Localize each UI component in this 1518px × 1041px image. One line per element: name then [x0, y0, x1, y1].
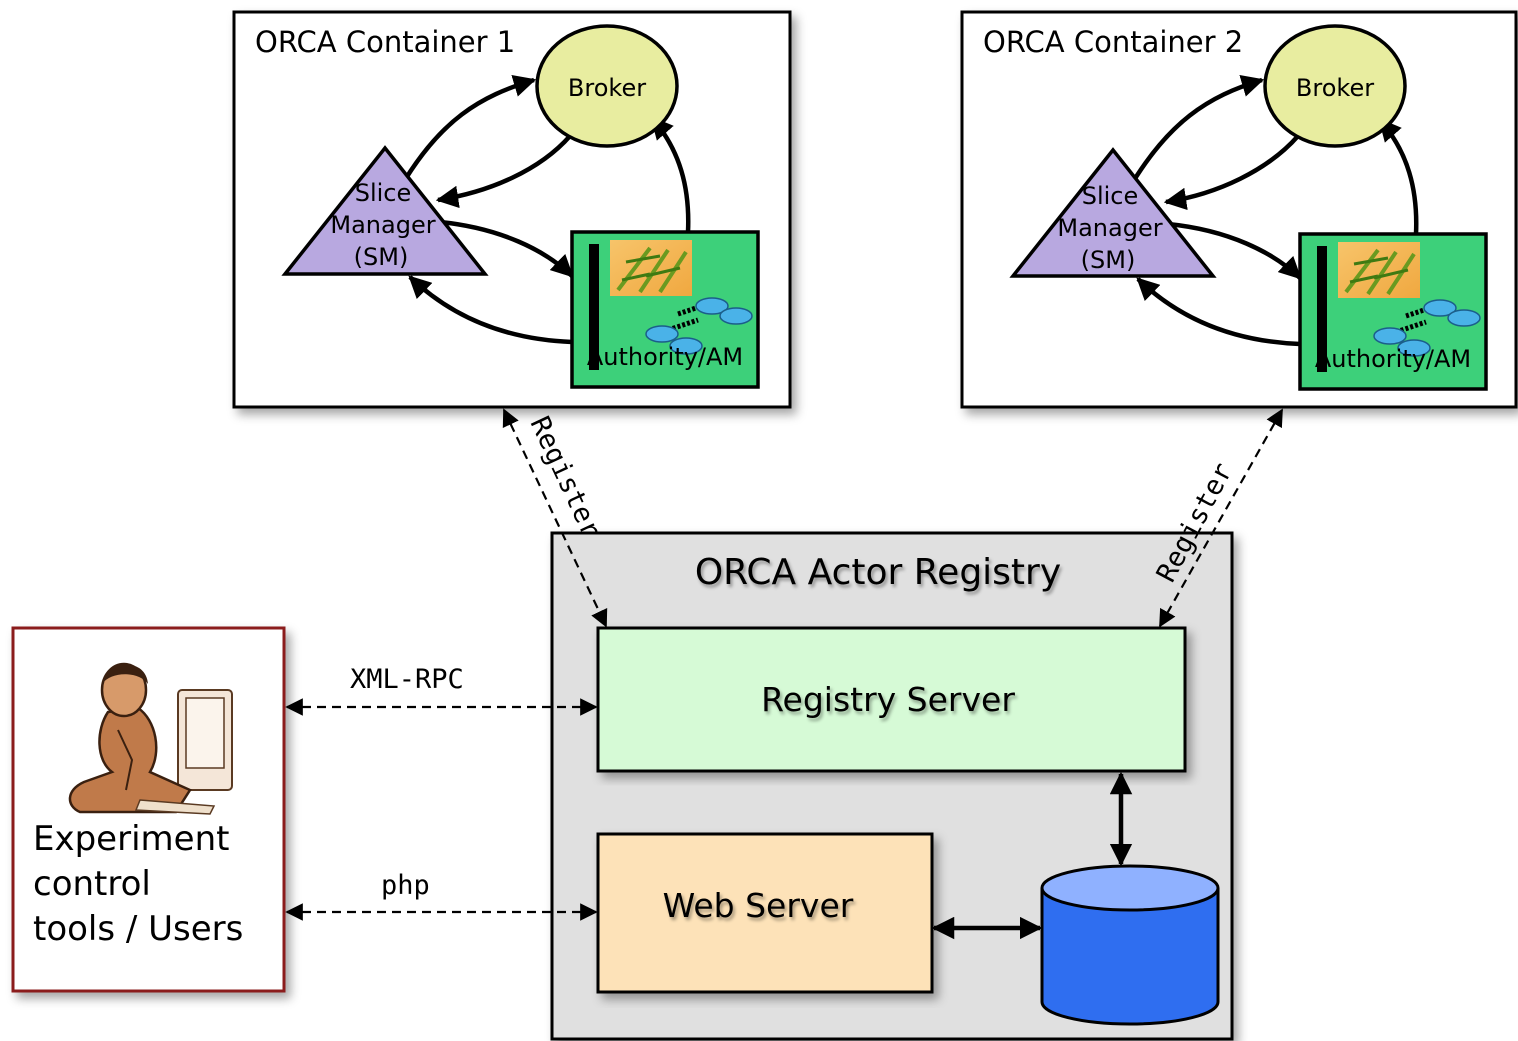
database-icon: [1040, 864, 1220, 1026]
broker-node: Broker: [1263, 24, 1407, 148]
broker-label: Broker: [1296, 74, 1374, 102]
xmlrpc-label: XML-RPC: [350, 664, 464, 695]
sm-label-line-3: (SM): [1081, 246, 1136, 274]
network-switches-icon: [1373, 299, 1481, 357]
arrow-broker-to-sm: [435, 134, 572, 209]
arrow-sm-to-authority: [1167, 221, 1302, 280]
arrow-sm-to-authority: [439, 219, 574, 278]
server-bar-icon: [1317, 246, 1327, 372]
registry-server: Registry Server: [596, 626, 1187, 773]
orca-actor-registry: ORCA Actor Registry Registry Server Web …: [550, 531, 1234, 1041]
orca-container-1: ORCA Container 1 Broker Slice Manager (S…: [232, 10, 792, 409]
broker-node: Broker: [535, 24, 679, 148]
bamboo-logo-icon: [610, 240, 692, 296]
broker-shape: [1263, 24, 1407, 148]
users-box: Experiment control tools / Users: [11, 626, 286, 993]
sm-label-line-3: (SM): [354, 243, 409, 271]
registry-server-box: [596, 626, 1187, 773]
authority-label: Authority/AM: [587, 343, 743, 371]
slice-manager-node: Slice Manager (SM): [1009, 147, 1217, 278]
arrow-authority-to-broker: [650, 116, 691, 233]
register-left-label: Register: [524, 412, 607, 543]
server-bar-icon: [589, 244, 599, 370]
broker-label: Broker: [568, 74, 646, 102]
users-label-line-1: Experiment: [33, 819, 229, 859]
arrow-broker-to-sm: [1163, 134, 1300, 211]
web-server-label: Web Server: [663, 886, 854, 925]
php-label: php: [381, 870, 430, 901]
sm-label-line-2: Manager: [330, 211, 435, 239]
slice-manager-node: Slice Manager (SM): [281, 145, 489, 276]
php-link: php: [285, 870, 598, 921]
web-server-box: [596, 832, 934, 994]
xmlrpc-link: XML-RPC: [285, 664, 598, 716]
broker-shape: [535, 24, 679, 148]
orca-container-2: ORCA Container 2 Broker Slice Manager (S…: [960, 10, 1518, 409]
registry-server-label: Registry Server: [761, 680, 1015, 719]
arrow-sm-to-broker: [398, 74, 537, 190]
register-left-arrow: [502, 408, 608, 628]
arrow-sm-to-broker: [1126, 74, 1265, 192]
users-label-line-3: tools / Users: [33, 909, 243, 949]
sm-label-line-2: Manager: [1057, 214, 1162, 242]
user-at-computer-icon: [68, 662, 233, 815]
slice-manager-shape: [281, 145, 489, 276]
authority-node: Authority/AM: [1298, 232, 1488, 391]
authority-node: Authority/AM: [570, 230, 760, 389]
web-server: Web Server: [596, 832, 934, 994]
registry-title: ORCA Actor Registry: [695, 552, 1061, 593]
container-title: ORCA Container 2: [983, 25, 1243, 59]
users-label-line-2: control: [33, 864, 151, 904]
arrow-authority-to-broker: [1378, 118, 1419, 235]
container-title: ORCA Container 1: [255, 25, 515, 59]
bamboo-logo-icon: [1338, 242, 1420, 298]
arrow-authority-to-sm: [408, 275, 573, 345]
sm-label-line-1: Slice: [1082, 182, 1139, 210]
arrow-authority-to-sm: [1136, 277, 1301, 347]
sm-label-line-1: Slice: [355, 179, 412, 207]
register-right-arrow: [1159, 408, 1283, 628]
slice-manager-shape: [1009, 147, 1217, 278]
network-switches-icon: [645, 297, 753, 355]
authority-label: Authority/AM: [1315, 345, 1471, 373]
